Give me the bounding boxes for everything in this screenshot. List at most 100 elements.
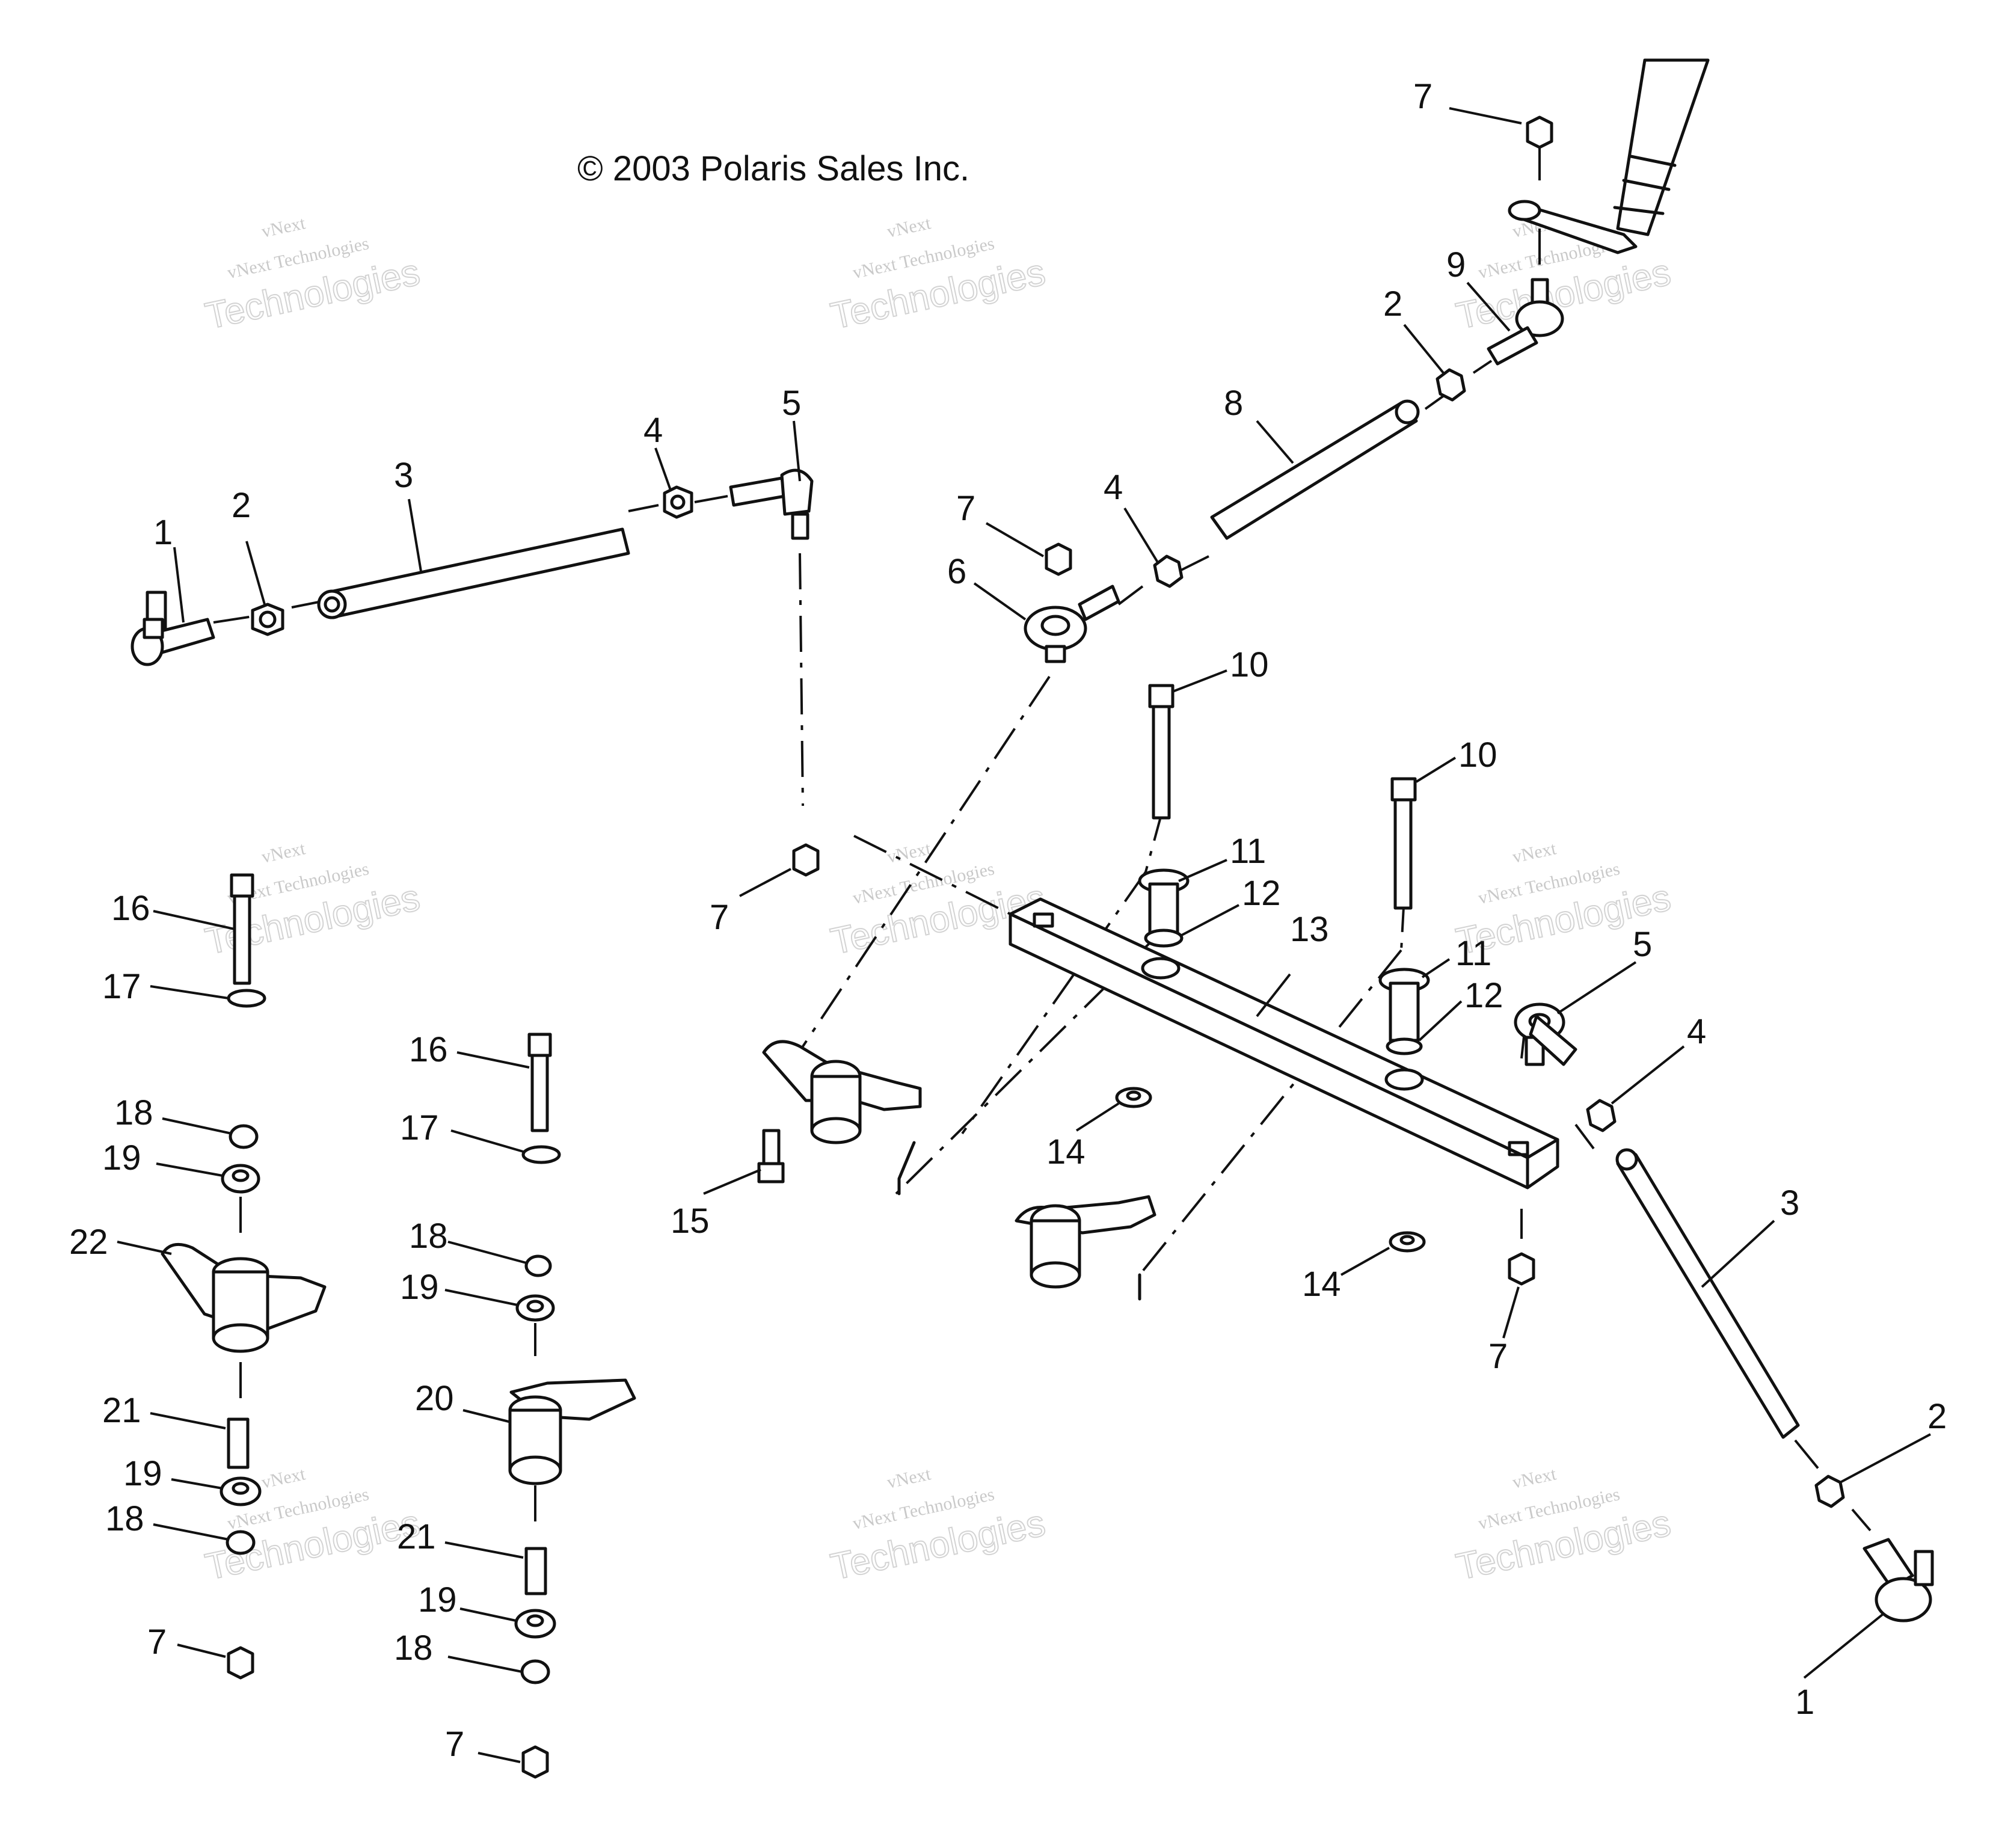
callout-label: 18 <box>409 1217 448 1256</box>
callout-label: 4 <box>1104 468 1123 507</box>
callout-label: 18 <box>394 1629 433 1668</box>
callout-label: 4 <box>643 411 663 450</box>
assembly-line <box>1794 1439 1823 1475</box>
callout-label: 6 <box>947 552 966 591</box>
svg-text:vNext: vNext <box>260 838 307 867</box>
assembly-line <box>961 871 1147 1135</box>
callout-label: 11 <box>1455 934 1491 973</box>
nut-18-mid-upper <box>524 1254 552 1277</box>
washer-17-mid <box>521 1145 561 1164</box>
assembly-line <box>1851 1508 1872 1532</box>
callout-label: 13 <box>1290 910 1329 949</box>
bolt-16-left <box>230 873 254 985</box>
callout-label: 9 <box>1446 245 1466 284</box>
jam-nut-4-upper-right <box>1153 554 1184 588</box>
bracket-center-right <box>1015 1195 1156 1289</box>
svg-text:vNext: vNext <box>1511 838 1558 867</box>
callout-label: 12 <box>1242 874 1281 913</box>
callout-label: 7 <box>710 898 729 937</box>
tie-rod-3-upper-left <box>317 527 630 619</box>
callout-label: 5 <box>1633 925 1652 964</box>
watermark: vNext vNext Technologies Technologies <box>201 1464 424 1589</box>
nut-18-left-upper <box>229 1124 259 1149</box>
nut-18-left-lower <box>226 1530 256 1555</box>
callout-label: 1 <box>1795 1683 1814 1722</box>
assembly-line <box>1138 949 1402 1276</box>
callout-label: 19 <box>123 1454 162 1493</box>
callout-label: 7 <box>1413 77 1433 116</box>
callout-label: 5 <box>782 384 801 423</box>
callout-label: 21 <box>397 1517 436 1556</box>
callout-label: 2 <box>1927 1397 1947 1436</box>
watermark: vNext vNext Technologies Technologies <box>827 213 1049 338</box>
tie-rod-end-5-upper-left <box>729 468 814 540</box>
svg-text:vNext: vNext <box>885 213 933 242</box>
watermark: vNext vNext Technologies Technologies <box>1452 1464 1675 1589</box>
assembly-line <box>1117 585 1144 606</box>
tie-rod-3-right <box>1615 1148 1800 1439</box>
sleeve-21-mid <box>524 1547 547 1595</box>
callout-label: 3 <box>1780 1183 1799 1223</box>
callout-label: 4 <box>1687 1012 1706 1051</box>
bolt-16-mid <box>527 1033 552 1132</box>
assembly-line <box>1178 555 1209 573</box>
washer-12-left <box>1144 929 1184 948</box>
tie-rod-end-1-upper-left <box>131 591 215 666</box>
assembly-line <box>799 553 804 806</box>
leader-lines <box>117 107 1931 1763</box>
callout-label: 12 <box>1464 976 1503 1015</box>
jam-nut-2-upper-left <box>251 603 284 636</box>
jam-nut-2-right <box>1814 1475 1845 1508</box>
assembly-line <box>897 1141 916 1196</box>
washer-17-left <box>227 989 266 1008</box>
nut-14-upper <box>1115 1087 1152 1108</box>
callout-label: 14 <box>1046 1132 1086 1171</box>
assembly-line <box>1574 1123 1595 1150</box>
nut-7-left <box>227 1646 254 1680</box>
svg-text:vNext: vNext <box>885 1464 933 1493</box>
spacer-19-mid-lower <box>514 1609 556 1639</box>
callout-label: 19 <box>102 1138 141 1177</box>
bolt-10-left <box>1148 684 1175 820</box>
watermark: vNext vNext Technologies Technologies <box>201 838 424 963</box>
callout-label: 16 <box>111 889 150 928</box>
washer-12-right <box>1386 1037 1423 1055</box>
callout-label: 8 <box>1224 384 1243 423</box>
callout-label: 7 <box>445 1725 464 1764</box>
callout-label: 22 <box>69 1223 108 1262</box>
nut-18-mid-lower <box>520 1659 550 1684</box>
callout-label: 18 <box>114 1093 153 1132</box>
assembly-line <box>1472 360 1493 374</box>
bracket-center-left <box>762 1040 922 1144</box>
nut-7-upper-mid <box>1045 542 1072 576</box>
tie-rod-end-6 <box>1024 585 1120 663</box>
svg-text:vNext: vNext <box>260 213 307 242</box>
spacer-19-mid-upper <box>515 1294 555 1322</box>
nut-7-right-lower <box>1508 1252 1535 1286</box>
parts <box>131 58 1934 1779</box>
assembly-line <box>628 504 659 512</box>
callouts: 1 2 3 4 5 7 9 2 8 7 4 6 10 10 11 12 13 1… <box>69 77 1947 1764</box>
assembly-line <box>853 835 1035 927</box>
callout-label: 7 <box>1488 1337 1508 1376</box>
callout-label: 19 <box>400 1268 439 1307</box>
tie-rod-end-9 <box>1487 278 1564 366</box>
steering-post <box>1613 58 1710 236</box>
callout-label: 20 <box>415 1379 454 1418</box>
steering-bracket-22 <box>161 1242 327 1353</box>
tie-rod-end-5-right <box>1514 1002 1577 1066</box>
callout-label: 3 <box>394 456 413 495</box>
callout-label: 21 <box>102 1391 141 1430</box>
callout-label: 1 <box>153 513 173 552</box>
jam-nut-4-right <box>1586 1099 1617 1132</box>
callout-label: 16 <box>409 1030 448 1069</box>
bolt-10-right <box>1390 777 1417 910</box>
bolt-15 <box>757 1129 785 1183</box>
pitman-arm <box>1508 200 1638 254</box>
callout-label: 7 <box>147 1622 167 1662</box>
spacer-19-left-lower <box>220 1476 262 1506</box>
nut-7-mid <box>521 1745 549 1779</box>
callout-label: 10 <box>1458 735 1497 775</box>
callout-label: 7 <box>956 489 975 528</box>
